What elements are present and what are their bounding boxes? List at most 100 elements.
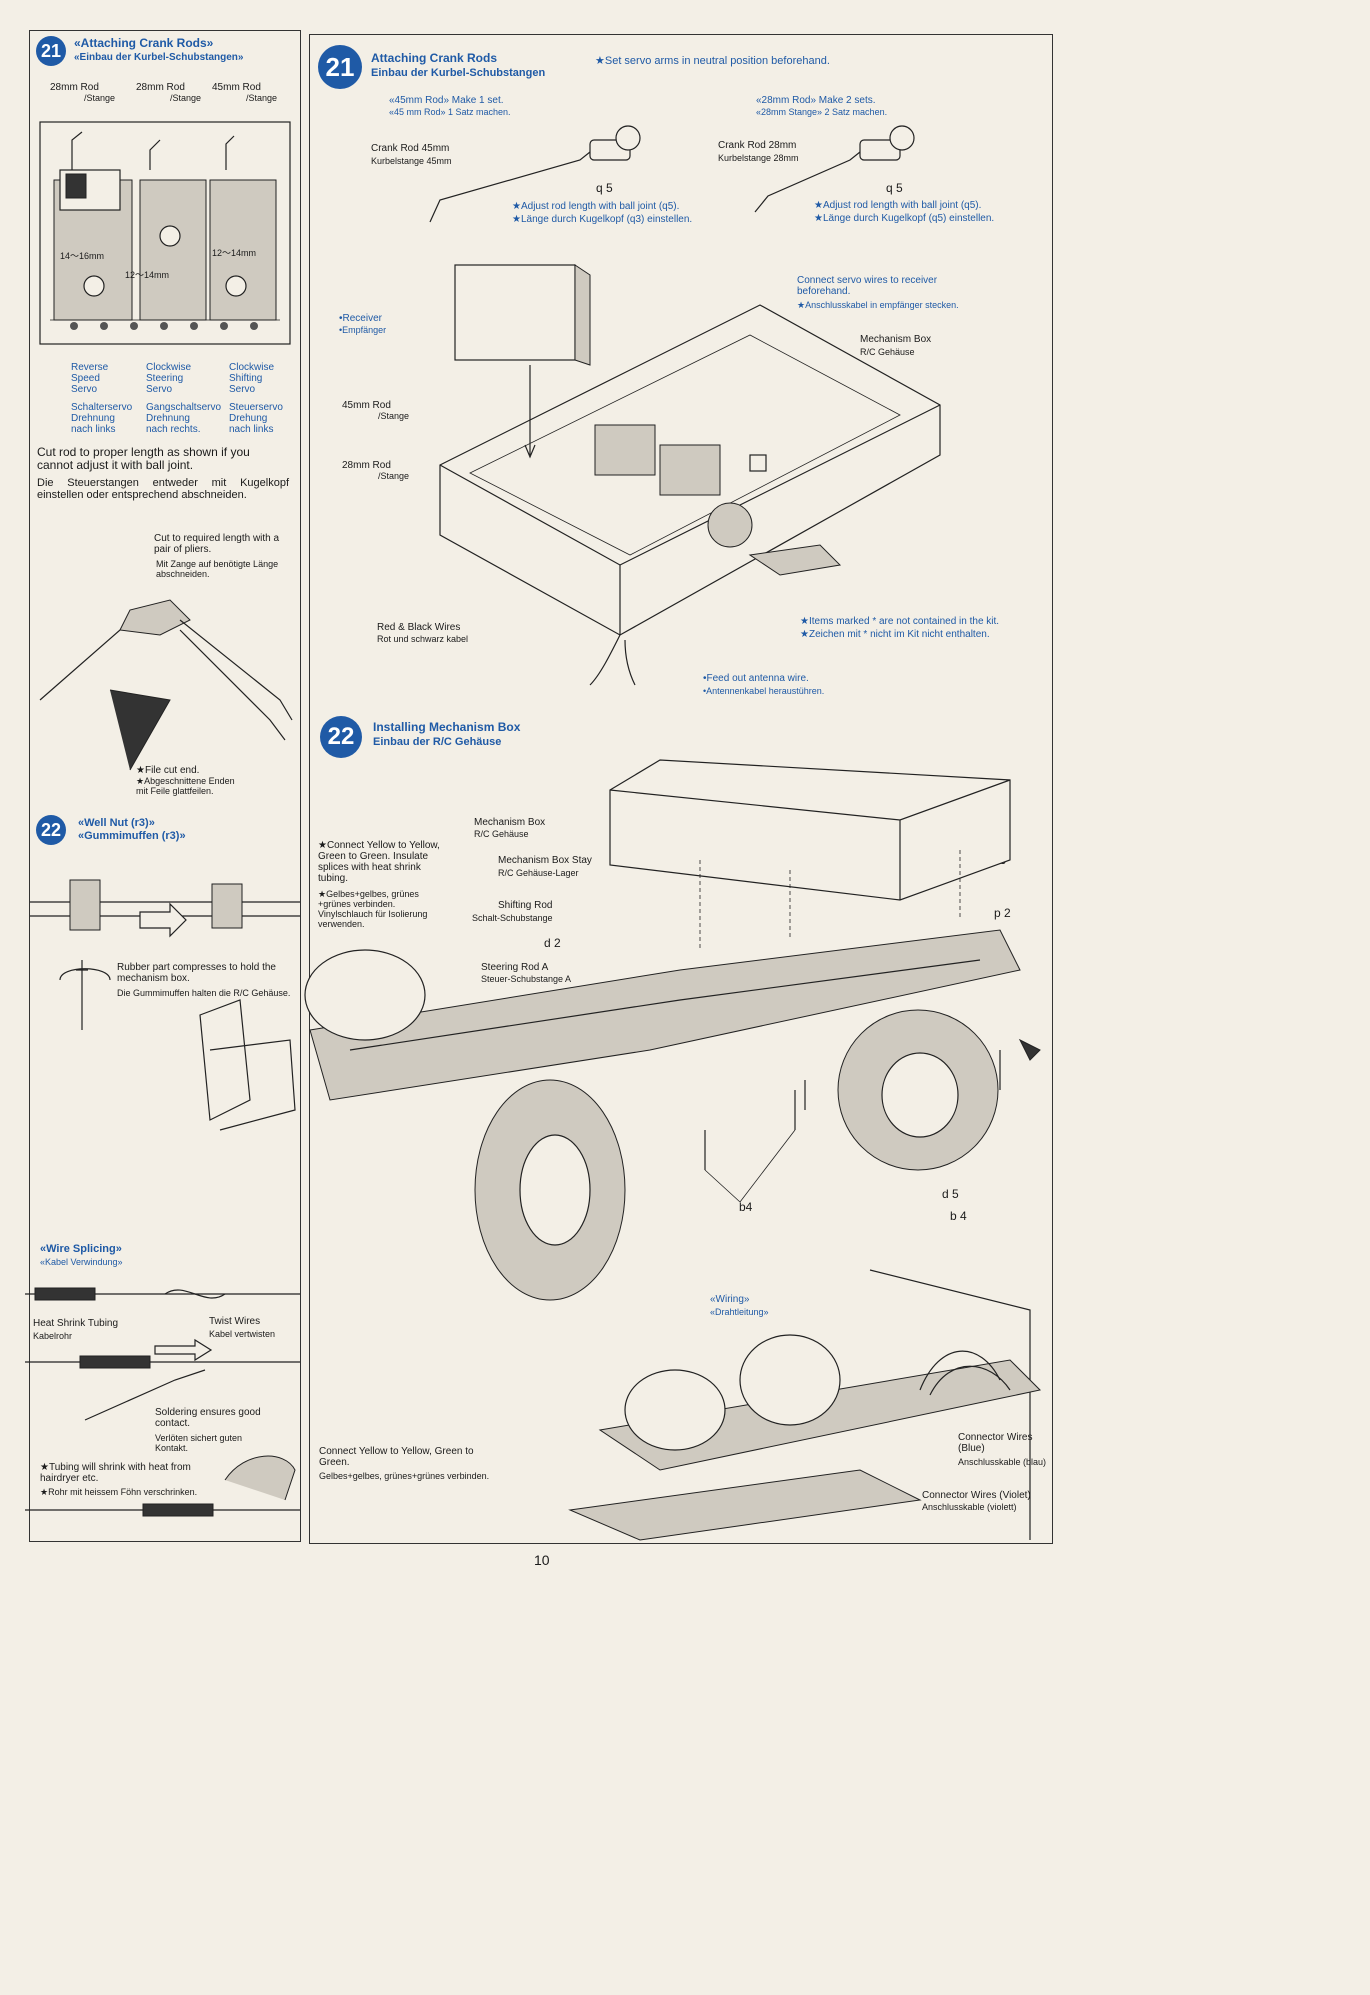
adjust-rod-1-de: ★Länge durch Kugelkopf (q3) einstellen. [512,214,693,225]
well-nut-text-de: Die Gummimuffen halten die R/C Gehäuse. [117,988,291,998]
servo-label-1-en: Reverse Speed Servo [71,362,109,395]
rod-label-2: 28mm Rod /Stange [136,82,202,103]
dim-label-2: 12〜14mm [125,270,170,280]
splice-title-en: «Wire Splicing» [40,1243,122,1255]
mechbox-label-1-en: Mechanism Box [860,334,932,345]
step-22-badge-left: 22 [36,815,66,845]
splice-illustration [25,1287,300,1517]
mechbox-label-2-de: R/C Gehäuse [474,829,529,839]
connector-violet-de: Anschlusskable (violett) [922,1502,1017,1512]
items-not-included-en: ★Items marked * are not contained in the… [800,616,1000,627]
servo-neutral-note: ★Set servo arms in neutral position befo… [595,55,830,67]
wiring-title-de: «Drahtleitung» [710,1307,769,1317]
mechbox-stay-en: Mechanism Box Stay [498,855,592,866]
adjust-rod-2-en: ★Adjust rod length with ball joint (q5). [814,200,982,211]
q5-label-2: q 5 [886,181,903,195]
tubing-shrink-en: ★Tubing will shrink with heat from haird… [40,1462,191,1484]
dim-label-3: 12〜14mm [212,248,257,258]
shifting-rod-en: Shifting Rod [498,900,553,911]
rod28-make-en: «28mm Rod» Make 2 sets. [756,95,876,106]
mechanism-box-illustration [439,264,941,686]
antenna-de: •Antennenkabel heraustühren. [703,686,825,696]
d5-label: d 5 [942,1187,959,1201]
steering-rod-en: Steering Rod A [481,962,549,973]
wiring-illustration [568,1269,1042,1541]
receiver-en: •Receiver [339,313,382,324]
step-21-title-en-right: Attaching Crank Rods [371,51,498,65]
mechbox-stay-de: R/C Gehäuse-Lager [498,868,579,878]
crank-rods-illustration [429,125,915,223]
servo-label-3-en: Clockwise Shifting Servo [229,362,275,395]
p2-label: p 2 [994,906,1011,920]
connect-yellow-en: ★Connect Yellow to Yellow, Green to Gree… [318,840,440,884]
well-nut-illustration [30,879,300,1030]
mechbox-label-2-en: Mechanism Box [474,817,546,828]
rod28-make-de: «28mm Stange» 2 Satz machen. [756,107,888,117]
shifting-rod-de: Schalt-Schubstange [472,913,553,923]
chassis-illustration [199,759,1041,1301]
crank28-de: Kurbelstange 28mm [718,153,799,163]
rod28-callout: 28mm Rod /Stange [342,460,410,481]
dim-label-1: 14〜16mm [60,251,105,261]
connector-blue-de: Anschlusskable (blau) [958,1457,1047,1467]
heat-tubing-de: Kabelrohr [33,1331,73,1341]
step-21-title-de-left: «Einbau der Kurbel-Schubstangen» [74,52,244,63]
b4-label-right: b 4 [950,1209,967,1223]
red-black-wires-en: Red & Black Wires [377,622,461,633]
left-panel [29,30,301,1542]
red-black-wires-de: Rot und schwarz kabel [377,634,469,644]
servo-label-2-de: Gangschaltservo Drehnung nach rechts. [146,402,222,435]
q5-label-1: q 5 [596,181,613,195]
wiring-connect-en: Connect Yellow to Yellow, Green to Green… [319,1446,474,1468]
step-22-title-de-left: «Gummimuffen (r3)» [78,830,186,842]
crank45-de: Kurbelstange 45mm [371,156,452,166]
splice-title-de: «Kabel Verwindung» [40,1257,123,1267]
heat-tubing-en: Heat Shrink Tubing [33,1318,119,1329]
step-22-title-de-right: Einbau der R/C Gehäuse [373,736,502,748]
rod45-make-de: «45 mm Rod» 1 Satz machen. [389,107,511,117]
solder-de: Verlöten sichert guten Kontakt. [155,1433,243,1453]
steering-rod-de: Steuer-Schubstange A [481,974,572,984]
servo-label-1-de: Schalterservo Drehnung nach links [71,402,133,435]
wiring-connect-de: Gelbes+gelbes, grünes+grünes verbinden. [319,1471,490,1481]
d2-label: d 2 [544,936,561,950]
connector-violet-en: Connector Wires (Violet) [922,1490,1031,1501]
rod-label-1: 28mm Rod /Stange [50,82,116,103]
step-21-title-de-right: Einbau der Kurbel-Schubstangen [371,67,546,79]
wiring-title-en: «Wiring» [710,1294,750,1305]
step-22-badge-right: 22 [320,716,362,758]
adjust-rod-2-de: ★Länge durch Kugelkopf (q5) einstellen. [814,213,995,224]
file-text-de: ★Abgeschnittene Enden mit Feile glattfei… [136,776,235,796]
solder-en: Soldering ensures good contact. [155,1407,261,1429]
twist-wires-de: Kabel vertwisten [209,1329,276,1339]
cut-rod-text-de: Die Steuerstangen entweder mit Kugelkopf… [37,477,289,501]
antenna-en: •Feed out antenna wire. [703,673,809,684]
mechbox-label-1-de: R/C Gehäuse [860,347,915,357]
step-21-badge-left: 21 [36,36,66,66]
right-panel [309,34,1053,1544]
crank45-en: Crank Rod 45mm [371,143,450,154]
well-nut-text-en: Rubber part compresses to hold the mecha… [117,962,276,984]
tubing-shrink-de: ★Rohr mit heissem Föhn verschrinken. [40,1487,198,1497]
rod45-make-en: «45mm Rod» Make 1 set. [389,95,504,106]
receiver-de: •Empfänger [339,325,387,335]
connect-yellow-de: ★Gelbes+gelbes, grünes +grünes verbinden… [318,889,428,929]
pliers-illustration [39,599,293,771]
rod45-callout: 45mm Rod /Stange [342,400,410,421]
items-not-included-de: ★Zeichen mit * nicht im Kit nicht enthal… [800,629,990,640]
step-22-title-en-right: Installing Mechanism Box [373,720,521,734]
crank28-en: Crank Rod 28mm [718,140,797,151]
servo-label-3-de: Steuerservo Drehung nach links [229,402,283,435]
servo-tray-illustration [39,121,291,345]
file-text-en: ★File cut end. [136,765,200,776]
b4-label-center: b4 [739,1200,753,1214]
step-21-badge-right: 21 [318,45,362,89]
cut-rod-text-en: Cut rod to proper length as shown if you… [37,445,250,472]
connect-servo-de: ★Anschlusskabel in empfänger stecken. [797,300,959,310]
servo-label-2-en: Clockwise Steering Servo [146,362,192,395]
twist-wires-en: Twist Wires [209,1316,261,1327]
page-number: 10 [534,1552,550,1568]
pliers-text-de: Mit Zange auf benötigte Länge abschneide… [156,559,279,579]
connect-servo-en: Connect servo wires to receiver beforeha… [797,275,938,297]
connector-blue-en: Connector Wires (Blue) [958,1432,1033,1454]
